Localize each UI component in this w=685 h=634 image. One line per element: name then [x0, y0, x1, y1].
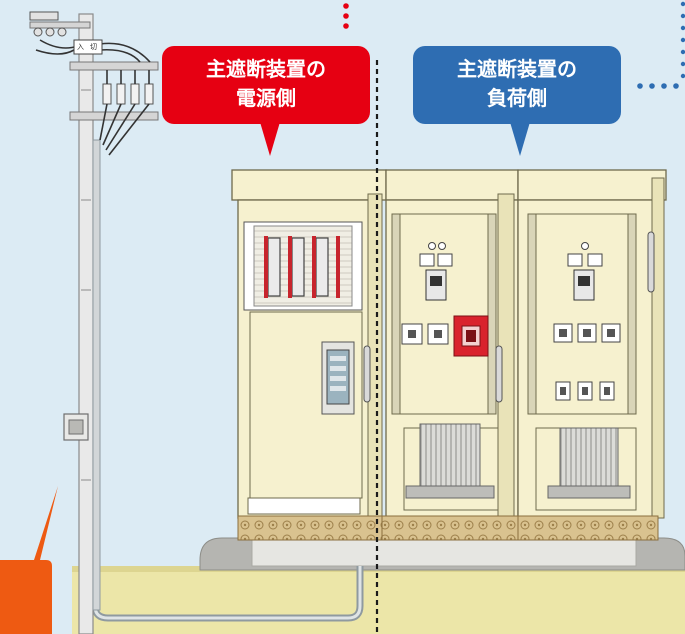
cabinet-load-side-2	[517, 169, 667, 519]
pole-junction-box	[63, 413, 89, 441]
callout-power-side: 主遮断装置の 電源側	[162, 46, 370, 124]
pole-switch	[73, 39, 103, 55]
orange-callout-edge	[0, 486, 58, 634]
callout-load-side: 主遮断装置の 負荷側	[413, 46, 621, 124]
callout-load-side-pointer	[510, 122, 530, 156]
callout-power-side-pointer	[260, 122, 280, 156]
ground	[72, 566, 685, 634]
transformer-1	[419, 423, 481, 489]
cabinet-base	[237, 515, 659, 541]
callout-power-side-line1: 主遮断装置の	[206, 57, 326, 81]
callout-load-side-line1: 主遮断装置の	[457, 57, 577, 81]
cabinet-load-side-1	[385, 169, 519, 525]
callout-power-side-line2: 電源側	[236, 86, 296, 110]
cabinet-power-side	[231, 169, 387, 525]
utility-pole	[78, 13, 94, 634]
callout-load-side-line2: 負荷側	[487, 86, 547, 110]
switch-off-label: 切	[90, 43, 97, 51]
switch-on-label: 入	[77, 43, 84, 51]
transformer-2	[559, 427, 619, 491]
